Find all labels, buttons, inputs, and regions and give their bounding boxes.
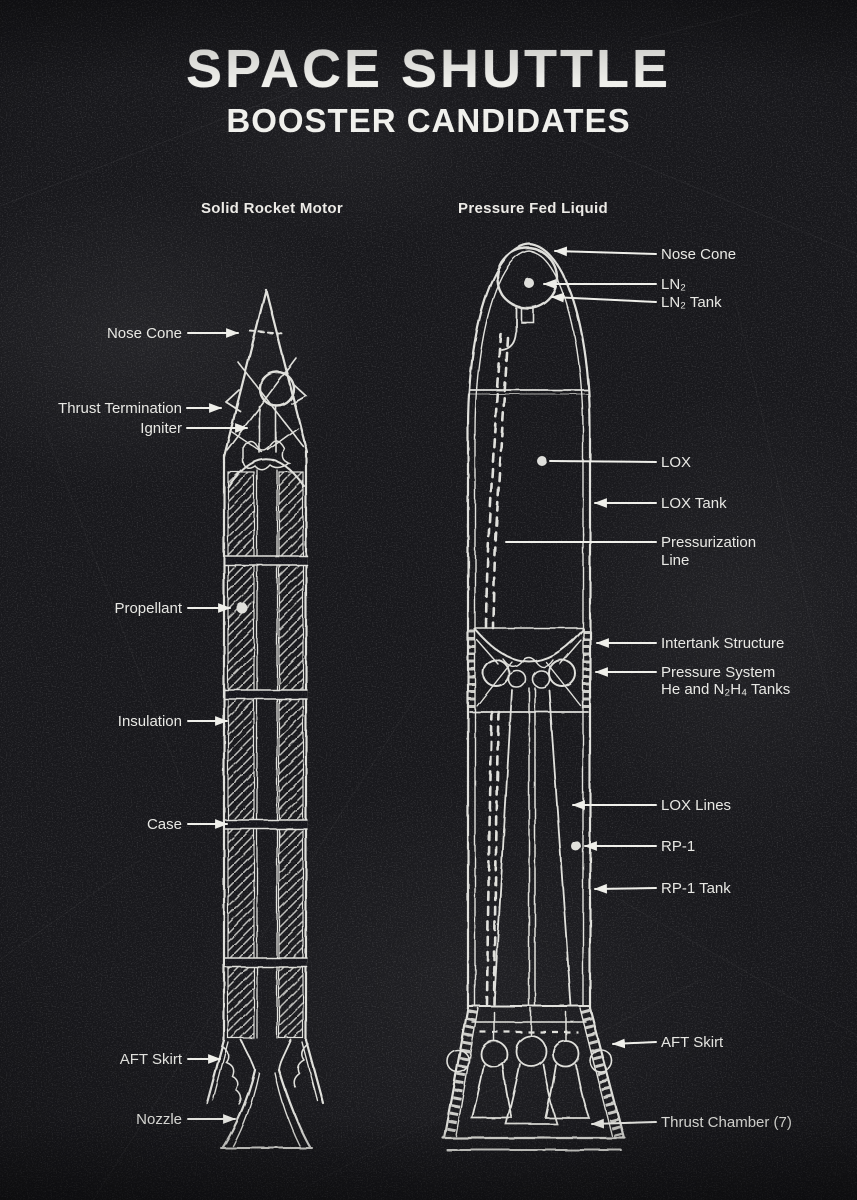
blueprint-canvas: Nose Cone Thrust Termination Igniter Pro…: [0, 0, 857, 1200]
grain-overlay: [0, 0, 857, 1200]
booster-candidates-poster: SPACE SHUTTLE BOOSTER CANDIDATES Solid R…: [0, 0, 857, 1200]
